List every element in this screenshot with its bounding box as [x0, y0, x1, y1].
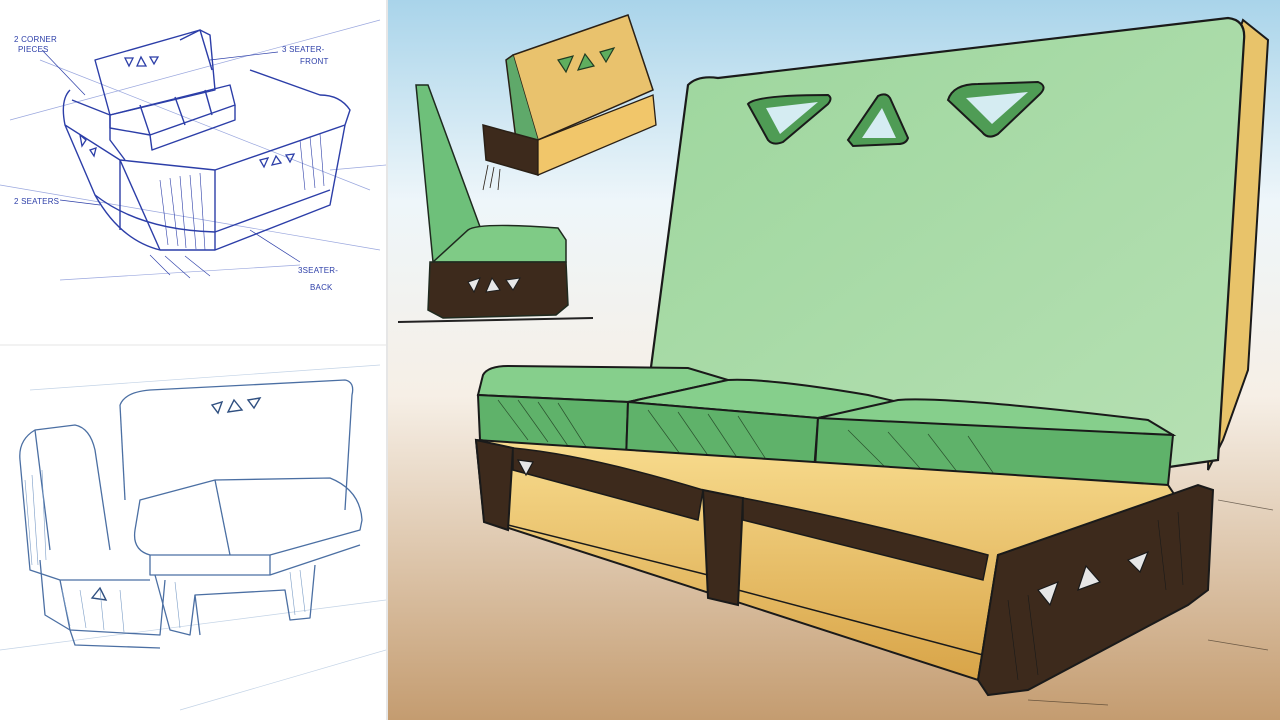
color-rendering-panel — [388, 0, 1280, 720]
annotation-three-seater-back-line2: BACK — [310, 283, 333, 292]
blue-ink-sketch-panel: 2 CORNER PIECES 3 SEATER- FRONT 2 SEATER… — [0, 0, 386, 340]
triangle-cutout-icon — [79, 55, 296, 169]
main-sofa — [474, 16, 1274, 706]
triangle-cutout-icon — [90, 397, 262, 601]
panel-divider-vertical — [386, 0, 388, 720]
color-rendering-illustration — [388, 0, 1280, 720]
small-sofa-back-sketch — [482, 14, 657, 191]
annotation-three-seater-back-line1: 3SEATER- — [298, 266, 338, 275]
light-blue-sketch-panel — [0, 350, 386, 720]
annotation-corner-pieces-line1: 2 CORNER — [14, 35, 57, 44]
annotation-corner-pieces-line2: PIECES — [18, 45, 49, 54]
triangle-cutout-icon — [467, 276, 521, 294]
triangle-cutout-icon — [557, 47, 616, 74]
triangle-cutout-icon — [746, 80, 1045, 148]
annotation-two-seaters: 2 SEATERS — [14, 197, 59, 206]
triangle-cutout-icon — [516, 459, 1150, 607]
panel-divider-horizontal — [0, 344, 386, 346]
annotation-three-seater-front-line2: FRONT — [300, 57, 329, 66]
annotation-three-seater-front-line1: 3 SEATER- — [282, 45, 325, 54]
small-side-chair-sketch — [397, 84, 594, 323]
blue-sketch-illustration: 2 CORNER PIECES 3 SEATER- FRONT 2 SEATER… — [0, 19, 386, 292]
light-blue-sketch-illustration — [0, 364, 386, 711]
